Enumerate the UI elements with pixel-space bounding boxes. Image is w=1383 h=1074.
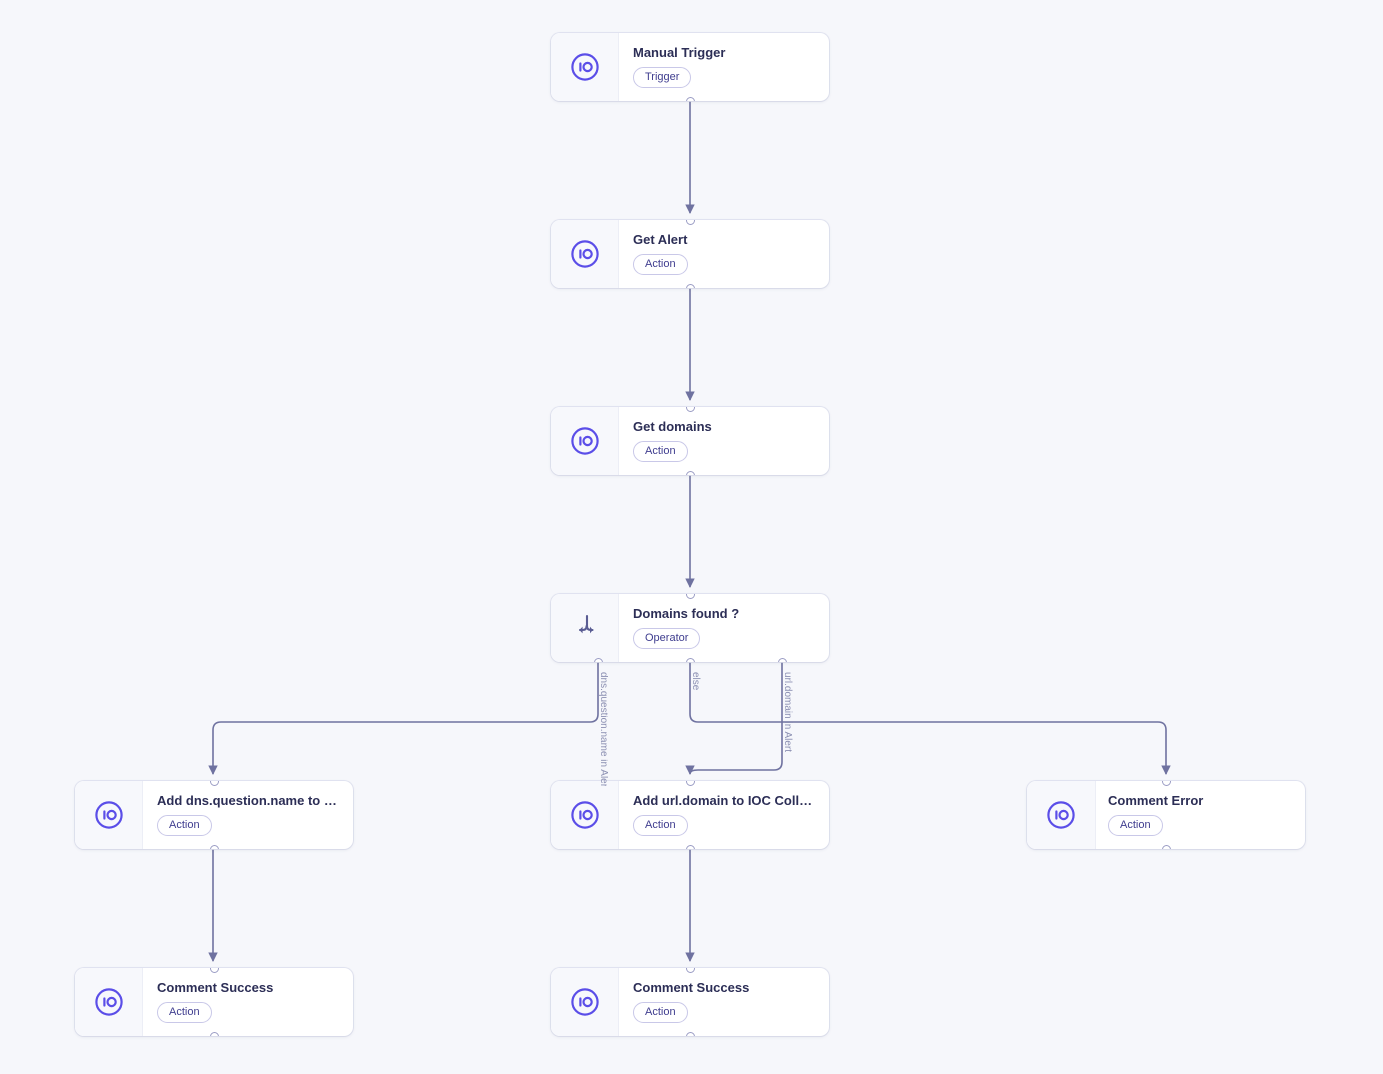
handle-source-bottom[interactable] — [685, 844, 695, 849]
edge-branch-else-to-comment-error — [689, 662, 1171, 775]
handle-source-bottom[interactable] — [685, 1031, 695, 1036]
node-icon-panel — [551, 220, 619, 288]
node-comment-success-mid[interactable]: Comment Success Action — [551, 968, 829, 1036]
node-icon-panel — [551, 33, 619, 101]
node-type-badge: Action — [157, 815, 212, 836]
handle-target-top[interactable] — [685, 407, 695, 412]
node-title: Comment Success — [157, 980, 274, 995]
node-body: Domains found ? Operator — [619, 594, 829, 662]
node-manual-trigger[interactable]: Manual Trigger Trigger — [551, 33, 829, 101]
node-title: Comment Success — [633, 980, 750, 995]
handle-target-top[interactable] — [685, 594, 695, 599]
handle-source-bottom[interactable] — [209, 1031, 219, 1036]
handle-target-top[interactable] — [209, 781, 219, 786]
handle-source-bottom[interactable] — [685, 96, 695, 101]
node-type-badge: Action — [633, 254, 688, 275]
node-body: Get domains Action — [619, 407, 829, 475]
node-type-badge: Operator — [633, 628, 701, 649]
handle-source-branch-dns[interactable] — [593, 657, 603, 662]
node-icon-panel — [551, 968, 619, 1036]
node-body: Add dns.question.name to IOC ... Action — [143, 781, 353, 849]
node-type-badge: Action — [633, 815, 688, 836]
node-title: Get domains — [633, 419, 712, 434]
node-comment-success-left[interactable]: Comment Success Action — [75, 968, 353, 1036]
node-title: Comment Error — [1108, 793, 1204, 808]
node-title: Add dns.question.name to IOC ... — [157, 793, 339, 808]
node-title: Domains found ? — [633, 606, 740, 621]
handle-source-bottom[interactable] — [685, 470, 695, 475]
io-logo-icon — [570, 52, 600, 82]
io-logo-icon — [1046, 800, 1076, 830]
handle-target-top[interactable] — [685, 220, 695, 225]
io-logo-icon — [570, 800, 600, 830]
node-get-alert[interactable]: Get Alert Action — [551, 220, 829, 288]
node-icon-panel — [75, 781, 143, 849]
node-type-badge: Trigger — [633, 67, 692, 88]
handle-source-bottom[interactable] — [209, 844, 219, 849]
handle-source-branch-url[interactable] — [777, 657, 787, 662]
node-comment-error[interactable]: Comment Error Action — [1027, 781, 1305, 849]
io-logo-icon — [94, 800, 124, 830]
edge-branch-url-to-add-url — [685, 662, 783, 775]
handle-source-bottom[interactable] — [1161, 844, 1171, 849]
handle-source-branch-else[interactable] — [685, 657, 695, 662]
handle-target-top[interactable] — [1161, 781, 1171, 786]
node-icon-panel — [551, 781, 619, 849]
node-icon-panel — [551, 594, 619, 662]
node-add-dns-question-name[interactable]: Add dns.question.name to IOC ... Action — [75, 781, 353, 849]
node-body: Get Alert Action — [619, 220, 829, 288]
handle-target-top[interactable] — [685, 781, 695, 786]
io-logo-icon — [570, 426, 600, 456]
node-body: Manual Trigger Trigger — [619, 33, 829, 101]
node-icon-panel — [1027, 781, 1096, 849]
node-type-badge: Action — [633, 441, 688, 462]
node-type-badge: Action — [633, 1002, 688, 1023]
io-logo-icon — [570, 239, 600, 269]
io-logo-icon — [570, 987, 600, 1017]
handle-source-bottom[interactable] — [685, 283, 695, 288]
node-icon-panel — [551, 407, 619, 475]
node-title: Manual Trigger — [633, 45, 726, 60]
io-logo-icon — [94, 987, 124, 1017]
node-title: Add url.domain to IOC Collection — [633, 793, 815, 808]
node-add-url-domain[interactable]: Add url.domain to IOC Collection Action — [551, 781, 829, 849]
node-type-badge: Action — [157, 1002, 212, 1023]
node-body: Comment Error Action — [1096, 781, 1305, 849]
branch-fork-icon — [572, 613, 598, 644]
edge-label-else: else — [690, 672, 701, 691]
handle-target-top[interactable] — [209, 968, 219, 973]
node-body: Comment Success Action — [143, 968, 353, 1036]
node-icon-panel — [75, 968, 143, 1036]
node-domains-found[interactable]: Domains found ? Operator — [551, 594, 829, 662]
edge-label-dns-question-name: dns.question.name in Alert — [598, 672, 608, 786]
node-get-domains[interactable]: Get domains Action — [551, 407, 829, 475]
node-title: Get Alert — [633, 232, 688, 247]
edge-label-url-domain: url.domain in Alert — [782, 672, 793, 753]
handle-target-top[interactable] — [685, 968, 695, 973]
node-body: Add url.domain to IOC Collection Action — [619, 781, 829, 849]
node-body: Comment Success Action — [619, 968, 829, 1036]
node-type-badge: Action — [1108, 815, 1163, 836]
edge-branch-dns-to-add-dns — [208, 662, 599, 775]
